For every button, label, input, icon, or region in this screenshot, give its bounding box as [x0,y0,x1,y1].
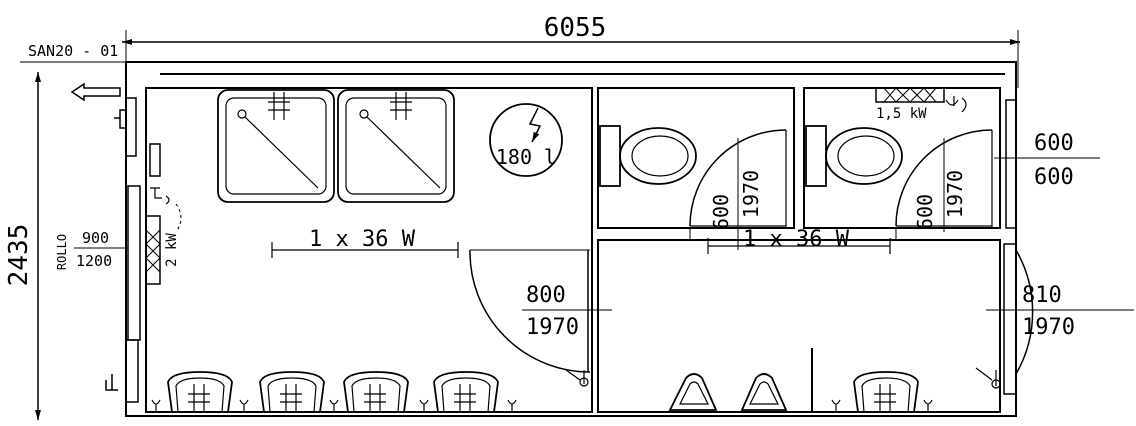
door-wc2-swing [895,129,993,232]
door-wc2-width: 600 [913,194,937,230]
window-left-height: 1200 [76,252,112,270]
wash-basin-4 [433,371,499,413]
boiler-volume-label: 180 l [496,145,556,169]
door-wc1-width: 600 [709,194,733,230]
heater-main-label: 2 kW [164,233,180,267]
door-right-swing [975,249,1034,389]
light-main-label: 1 x 36 W [309,227,416,252]
overall-width-label: 6055 [544,13,607,43]
drawing-code-label: SAN20 - 01 [28,42,118,60]
window-right-height: 600 [1034,165,1074,190]
window-right-width: 600 [1034,131,1074,156]
window-left-width: 900 [82,229,109,247]
toilet-1 [599,125,697,187]
right-door-frame [1003,243,1017,395]
left-door-frame [125,339,139,403]
shower-tray-1 [217,89,335,203]
faucet-icons-right [831,399,933,412]
heater-wc-label: 1,5 kW [876,106,927,122]
faucet-icons [151,399,517,412]
shower-tray-2 [337,89,455,203]
overall-width-dimension: 6055 [122,13,1020,88]
light-urinal-icon [707,238,891,254]
blind-label: ROLLO [55,234,69,270]
door-wc2-height: 1970 [943,170,967,218]
overall-height-label: 2435 [4,224,34,287]
door-right-height: 1970 [1022,315,1075,340]
water-connection-icon [70,82,126,129]
door-right-width: 810 [1022,283,1062,308]
door-main-swing [469,249,591,387]
urinal-2 [740,373,788,411]
heater-wc-icon [875,87,967,113]
boiler-icon [489,103,563,177]
wall-duct [125,97,137,157]
door-wc1-height: 1970 [739,170,763,218]
wash-basin-3 [343,371,409,413]
door-main-width: 800 [526,283,566,308]
wash-basin-5 [853,371,919,413]
heater-main-icon [145,203,182,285]
door-wc1-swing [689,129,787,250]
door-main-height: 1970 [526,315,579,340]
wash-basin-1 [167,371,233,413]
urinal-1 [668,373,718,411]
right-window [1005,99,1017,229]
wash-basin-2 [259,371,325,413]
drain-icon [105,374,118,391]
outlet-icon [150,187,170,205]
overall-height-dimension: 2435 [4,72,41,420]
toilet-2 [805,125,903,187]
switch-box [149,143,161,177]
light-main-icon [271,242,459,258]
light-urinal-label: 1 x 36 W [743,227,850,252]
left-window [127,185,141,341]
